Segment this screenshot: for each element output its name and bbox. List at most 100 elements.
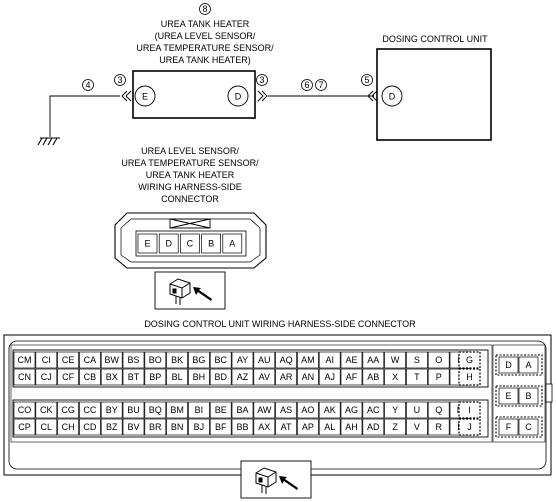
connector-pin: BA bbox=[231, 401, 254, 419]
heater-left-connector-mark bbox=[121, 90, 132, 102]
pin-label: B bbox=[525, 391, 531, 401]
connector-latch bbox=[169, 218, 211, 229]
pin-label: AS bbox=[280, 405, 292, 415]
heater-title-line-1: UREA TANK HEATER bbox=[161, 19, 250, 29]
wire-left-circle: 4 bbox=[85, 80, 90, 90]
wire-mid-circle-a: 6 bbox=[304, 80, 309, 90]
pin-label: CM bbox=[18, 355, 32, 365]
connector-title-line-1: UREA LEVEL SENSOR/ bbox=[141, 146, 239, 156]
pin-label: BD bbox=[214, 372, 227, 382]
wire-mid-circle-b: 7 bbox=[318, 80, 323, 90]
pin-label: A bbox=[229, 239, 235, 249]
pin-label: R bbox=[435, 422, 442, 432]
connector-pin: AV bbox=[253, 368, 276, 386]
dosing-box bbox=[376, 48, 492, 141]
pin-label: AX bbox=[258, 422, 270, 432]
connector-pin: AE bbox=[340, 351, 363, 369]
connector-pin: CM bbox=[13, 351, 36, 369]
connector-pin: CC bbox=[79, 401, 101, 419]
connector-pin: AR bbox=[275, 368, 297, 386]
connector-pin: AG bbox=[340, 401, 363, 419]
connector-pin: AD bbox=[362, 418, 385, 436]
connector-pin: AK bbox=[318, 401, 341, 419]
connector-title-line-5: CONNECTOR bbox=[161, 194, 219, 204]
dosing-connector-mark bbox=[367, 90, 378, 102]
connector-pin: BG bbox=[188, 351, 210, 369]
dcu-view-direction-icon bbox=[240, 460, 312, 499]
connector-pin: A bbox=[518, 356, 539, 374]
connector-pin: E bbox=[137, 233, 158, 254]
pin-label: X bbox=[392, 372, 398, 382]
pin-label: BL bbox=[172, 372, 183, 382]
connector-pin: BM bbox=[166, 401, 188, 419]
heater-title-line-3: UREA TEMPERATURE SENSOR/ bbox=[136, 43, 274, 53]
heater-right-connector-mark bbox=[257, 90, 268, 102]
connector-pin: C bbox=[518, 418, 539, 436]
pin-label: BF bbox=[215, 422, 227, 432]
pin-label: G bbox=[466, 355, 473, 365]
pin-label: CL bbox=[41, 422, 53, 432]
dcu-connector-title: DOSING CONTROL UNIT WIRING HARNESS-SIDE … bbox=[144, 319, 416, 329]
connector-pin: CF bbox=[57, 368, 79, 386]
pin-label: BU bbox=[127, 405, 140, 415]
pin-label: A bbox=[525, 360, 531, 370]
connector-pin: BL bbox=[166, 368, 188, 386]
pin-label: AJ bbox=[324, 372, 335, 382]
pin-label: CO bbox=[18, 405, 32, 415]
connector-pin: AW bbox=[253, 401, 276, 419]
pin-label: CG bbox=[61, 405, 75, 415]
pin-label: E bbox=[505, 391, 511, 401]
connector-pin: AU bbox=[253, 351, 276, 369]
connector-pin: BI bbox=[188, 401, 210, 419]
pin-label: CF bbox=[62, 372, 74, 382]
connector-pin: O bbox=[427, 351, 450, 369]
pin-label: AI bbox=[325, 355, 334, 365]
pin-label: E bbox=[144, 239, 150, 249]
connector-pin: G bbox=[458, 351, 481, 369]
connector-pin: AX bbox=[253, 418, 276, 436]
connector-pin: AA bbox=[362, 351, 385, 369]
pin-label: BW bbox=[104, 355, 119, 365]
pin-label: BV bbox=[127, 422, 139, 432]
pin-label: Y bbox=[392, 405, 398, 415]
pin-label: BJ bbox=[194, 422, 205, 432]
pin-label: CJ bbox=[41, 372, 52, 382]
connector-pin: AI bbox=[318, 351, 341, 369]
pin-label: AZ bbox=[237, 372, 249, 382]
dosing-circle: 5 bbox=[364, 75, 369, 85]
pin-label: AR bbox=[280, 372, 293, 382]
pin-label: BP bbox=[149, 372, 161, 382]
dcu-connector-pins: CMCICECABWBSBOBKBGBCAYAUAQAMAIAEAAWSOKCN… bbox=[13, 351, 481, 436]
connector-pin: Z bbox=[384, 418, 406, 436]
connector-pin: AN bbox=[297, 368, 319, 386]
connector-pin: BR bbox=[144, 418, 167, 436]
pin-label: B bbox=[208, 239, 214, 249]
pin-label: BN bbox=[171, 422, 184, 432]
pin-label: BG bbox=[192, 355, 205, 365]
connector-pin: BQ bbox=[144, 401, 167, 419]
connector-pin: BT bbox=[122, 368, 145, 386]
pin-label: AG bbox=[345, 405, 358, 415]
pin-label: CP bbox=[18, 422, 31, 432]
pin-label: BQ bbox=[149, 405, 162, 415]
schematic-top: 8 UREA TANK HEATER (UREA LEVEL SENSOR/ U… bbox=[37, 3, 492, 146]
connector-pin: AC bbox=[362, 401, 385, 419]
pin-label: CA bbox=[84, 355, 97, 365]
pin-label: AP bbox=[302, 422, 314, 432]
pin-label: BK bbox=[171, 355, 183, 365]
connector-pin: S bbox=[406, 351, 428, 369]
connector-pin: I bbox=[458, 401, 481, 419]
pin-label: Z bbox=[392, 422, 398, 432]
connector-pin: CL bbox=[35, 418, 58, 436]
connector-pin: CA bbox=[79, 351, 101, 369]
connector-pin: CD bbox=[79, 418, 101, 436]
connector-pin: AB bbox=[362, 368, 385, 386]
pin-label: AO bbox=[301, 405, 314, 415]
pin-label: BC bbox=[214, 355, 227, 365]
pin-label: AC bbox=[367, 405, 380, 415]
connector-pin: A bbox=[222, 233, 243, 254]
connector-pin: C bbox=[180, 233, 200, 254]
connector-pin: BV bbox=[122, 418, 145, 436]
connector-pin: CP bbox=[13, 418, 36, 436]
